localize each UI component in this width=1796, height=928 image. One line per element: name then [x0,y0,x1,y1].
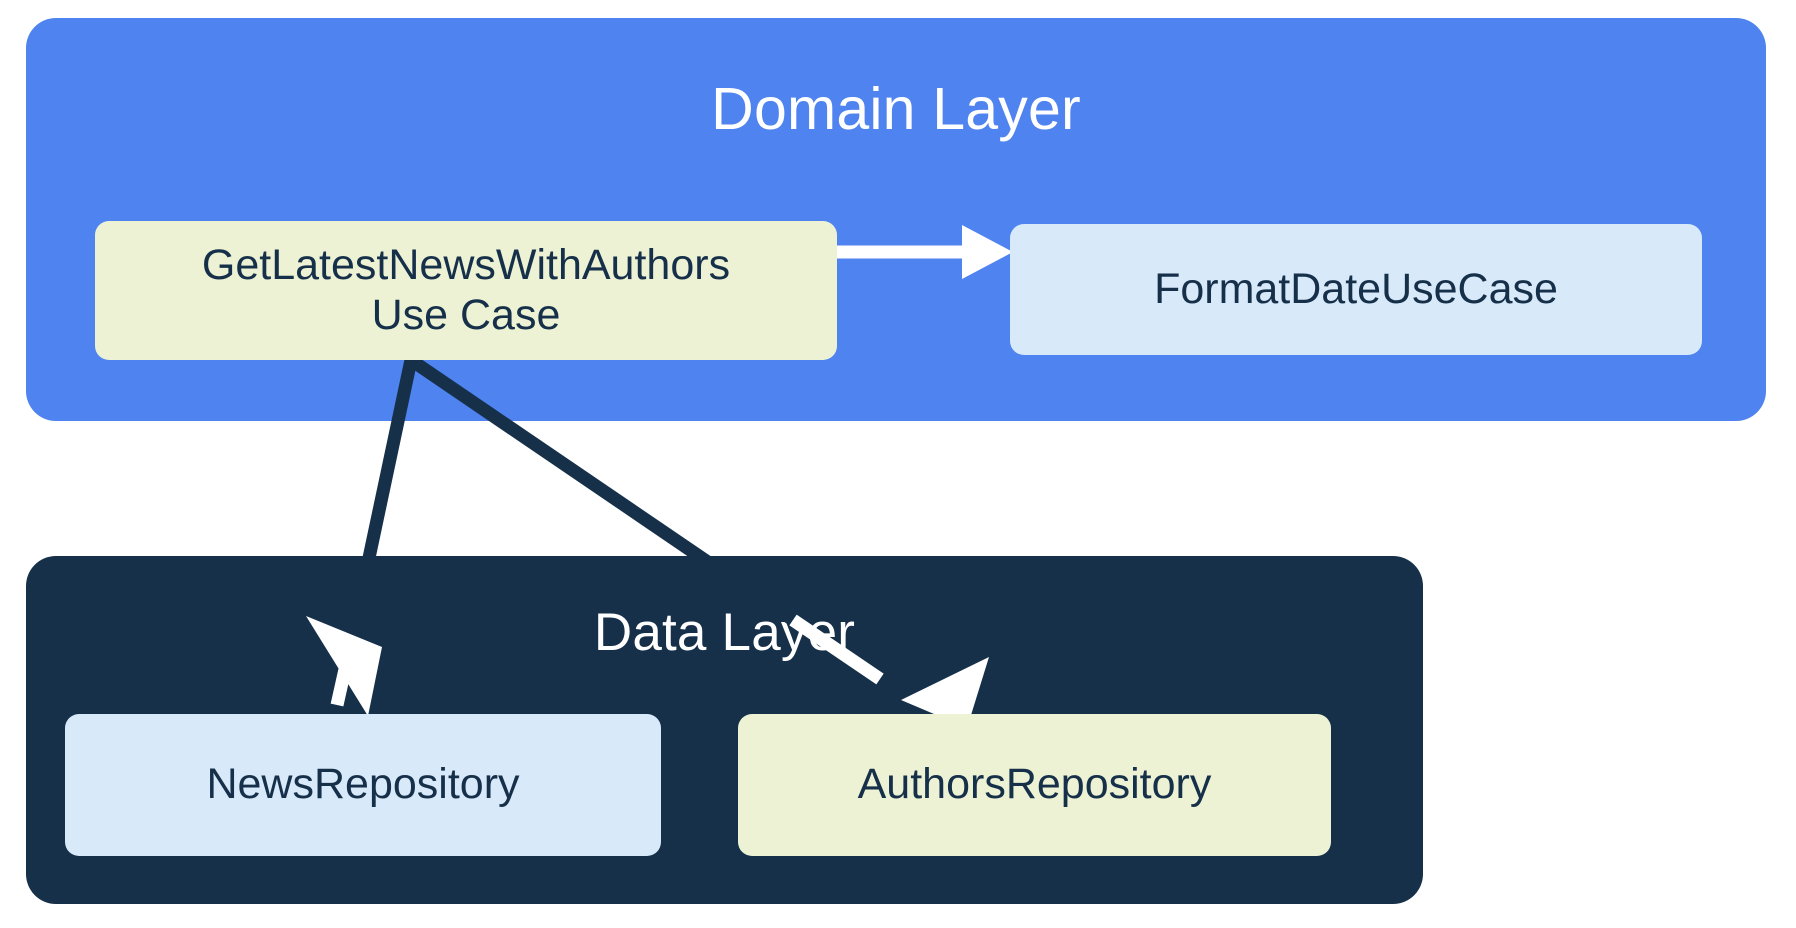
node-label: AuthorsRepository [857,760,1212,809]
node-news-repository[interactable]: NewsRepository [65,714,661,856]
data-layer-title: Data Layer [593,603,856,662]
node-get-latest-news-with-authors-use-case[interactable]: GetLatestNewsWithAuthors Use Case [95,221,837,360]
node-label-line2: Use Case [371,290,561,339]
node-label-wrapper: GetLatestNewsWithAuthors Use Case [202,241,730,339]
node-label: FormatDateUseCase [1154,264,1558,313]
node-authors-repository[interactable]: AuthorsRepository [738,714,1331,856]
node-label-line1: GetLatestNewsWithAuthors [201,241,731,290]
domain-layer-title: Domain Layer [711,76,1081,142]
domain-layer-panel[interactable]: Domain Layer [26,18,1766,421]
node-label: NewsRepository [206,760,520,809]
node-format-date-use-case[interactable]: FormatDateUseCase [1010,224,1702,355]
